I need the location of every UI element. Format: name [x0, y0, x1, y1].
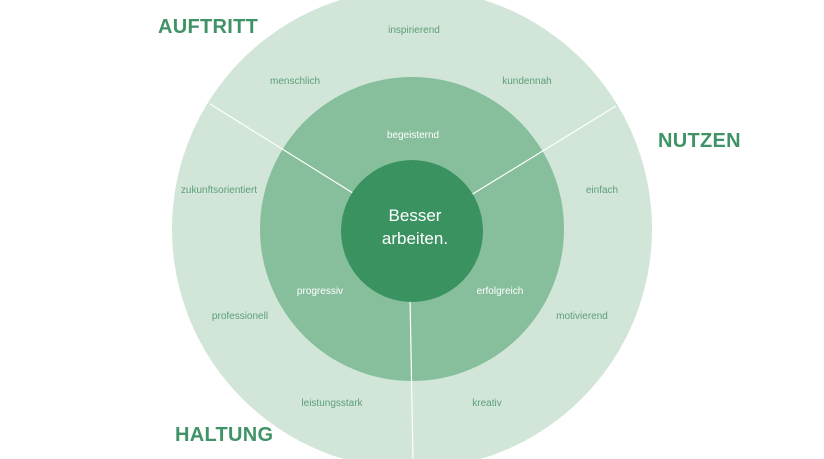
label-erfolgreich: erfolgreich: [477, 286, 524, 297]
center-text-line2: arbeiten.: [382, 229, 448, 248]
label-progressiv: progressiv: [297, 286, 343, 297]
center-circle: [341, 160, 483, 302]
label-motivierend: motivierend: [556, 311, 608, 322]
label-leistungsstark: leistungsstark: [301, 398, 363, 409]
label-kreativ: kreativ: [472, 398, 501, 409]
label-zukunftsorientiert: zukunftsorientiert: [181, 185, 257, 196]
label-begeisternd: begeisternd: [387, 130, 439, 141]
section-title-haltung: HALTUNG: [175, 424, 274, 446]
label-einfach: einfach: [586, 185, 618, 196]
label-professionell: professionell: [212, 311, 268, 322]
divider-top-right: [470, 105, 617, 196]
section-title-auftritt: AUFTRITT: [158, 16, 259, 38]
section-title-nutzen: NUTZEN: [658, 130, 741, 152]
divider-top-left: [209, 103, 357, 196]
divider-bottom: [409, 296, 414, 459]
label-inspirierend: inspirierend: [388, 25, 440, 36]
center-text-line1: Besser: [389, 206, 442, 225]
label-menschlich: menschlich: [270, 76, 320, 87]
label-kundennah: kundennah: [502, 76, 552, 87]
